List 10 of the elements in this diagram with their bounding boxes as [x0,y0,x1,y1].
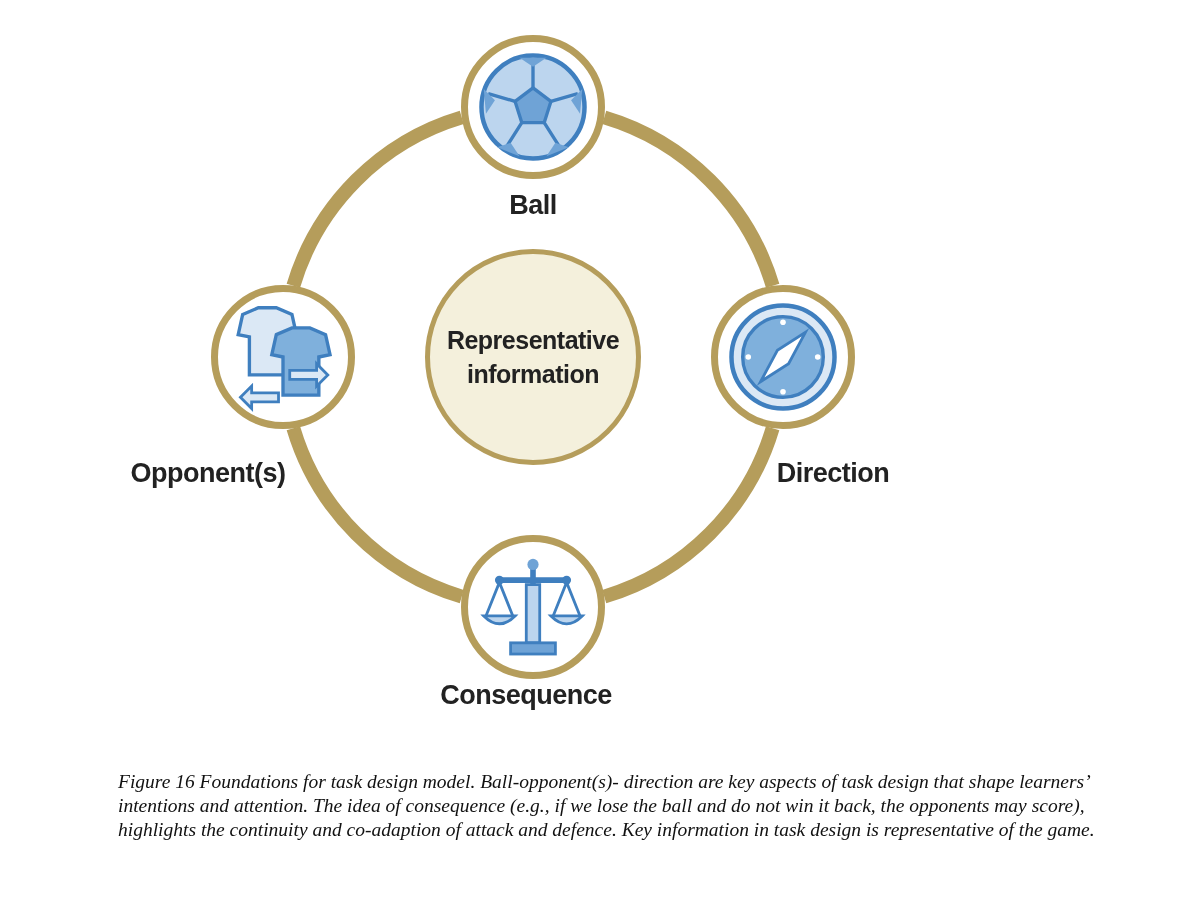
center-label: Representative information [445,325,621,390]
node-label: Consequence [440,679,612,711]
ring-connector [286,110,465,289]
node-label: Ball [509,189,557,221]
node-label: Opponent(s) [130,457,286,489]
ring-connector [601,110,780,289]
ring-connector [601,425,780,604]
figure-caption: Figure 16 Foundations for task design model. Ball-opponent(s)- direction are key aspects of task design that shape learners’ intentions and attention. The idea of consequence (e.g., if we lose the ball and do not win it back, the opponents may score), highlights the continuity and co-adaption of attack and defence. Key information in task design is representative of the game. [118,770,1096,842]
node-label: Direction [776,457,890,489]
ring-connector [286,425,465,604]
